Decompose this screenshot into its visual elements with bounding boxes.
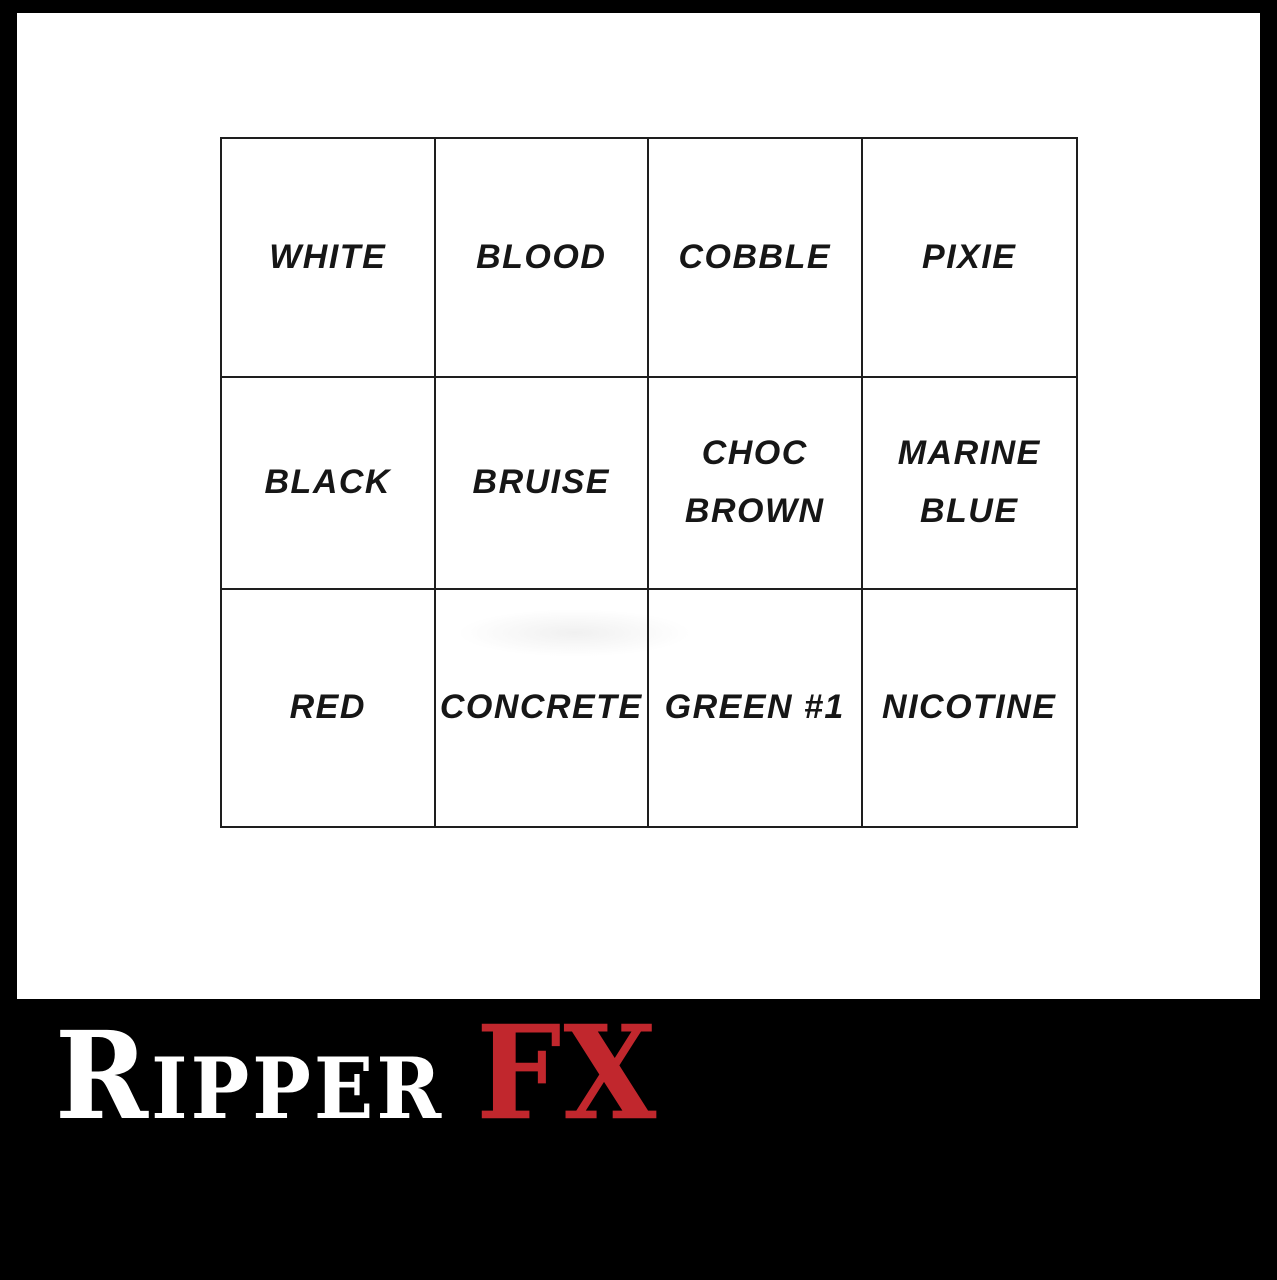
palette-grid: WHITE BLOOD COBBLE PIXIE BLACK BRUISE CH…	[220, 137, 1078, 828]
grid-cell-nicotine: NICOTINE	[863, 590, 1077, 826]
color-name-label: BLACK	[264, 463, 391, 502]
color-name-label: GREEN #1	[664, 688, 845, 727]
grid-cell-black: BLACK	[222, 378, 436, 590]
grid-cell-bruise: BRUISE	[435, 378, 649, 590]
grid-cell-red: RED	[222, 590, 436, 826]
color-name-label: RED	[289, 688, 366, 727]
color-name-label: PIXIE	[922, 237, 1017, 276]
color-name-label: WHITE	[269, 237, 387, 276]
color-name-label: BRUISE	[472, 463, 610, 502]
color-chart-sheet: WHITE BLOOD COBBLE PIXIE BLACK BRUISE CH…	[17, 13, 1260, 999]
grid-cell-choc-brown: CHOC BROWN	[649, 378, 863, 590]
color-name-label: CHOC BROWN	[684, 434, 825, 530]
grid-cell-marine-blue: MARINE BLUE	[862, 378, 1076, 590]
color-name-label: CONCRETE	[439, 688, 643, 727]
color-name-label: BLOOD	[476, 237, 607, 276]
color-name-label: NICOTINE	[882, 688, 1057, 727]
color-name-label: COBBLE	[678, 237, 832, 276]
grid-cell-white: WHITE	[222, 139, 436, 378]
logo-suffix-text: FX	[476, 997, 659, 1150]
logo-brand-text: Ripper	[55, 1005, 445, 1148]
color-name-label: MARINE BLUE	[897, 434, 1041, 530]
grid-cell-pixie: PIXIE	[862, 139, 1076, 378]
grid-cell-cobble: COBBLE	[649, 139, 863, 378]
grid-cell-blood: BLOOD	[435, 139, 649, 378]
grid-cell-concrete: CONCRETE	[436, 590, 649, 826]
grid-cell-green-1: GREEN #1	[649, 590, 863, 826]
